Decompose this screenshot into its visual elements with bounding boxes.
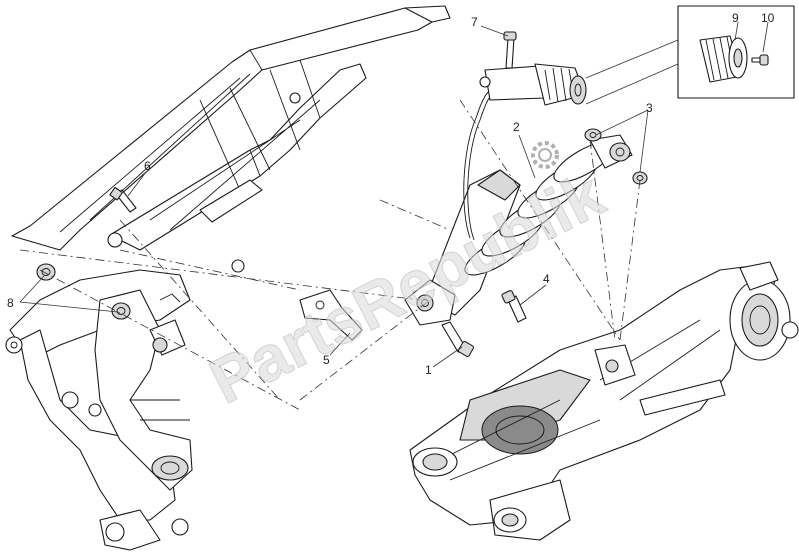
callout-5: 5 bbox=[323, 353, 330, 367]
gear-icon bbox=[531, 141, 559, 169]
frame-hardware bbox=[36, 186, 137, 320]
callout-1: 1 bbox=[425, 363, 432, 377]
leader-lines bbox=[19, 21, 769, 368]
detail-inset bbox=[585, 5, 795, 105]
callout-3: 3 bbox=[646, 101, 653, 115]
callout-8: 8 bbox=[7, 296, 14, 310]
swingarm bbox=[409, 261, 799, 541]
callouts: 1 2 3 4 5 6 7 8 9 10 bbox=[7, 11, 775, 377]
callout-4: 4 bbox=[543, 272, 550, 286]
preload-adjuster bbox=[479, 63, 587, 106]
callout-6: 6 bbox=[144, 159, 151, 173]
shock-absorber bbox=[404, 31, 633, 326]
callout-10: 10 bbox=[761, 11, 775, 25]
callout-9: 9 bbox=[732, 11, 739, 25]
callout-7: 7 bbox=[471, 15, 478, 29]
callout-2: 2 bbox=[513, 120, 520, 134]
assembly-lines bbox=[19, 99, 641, 411]
